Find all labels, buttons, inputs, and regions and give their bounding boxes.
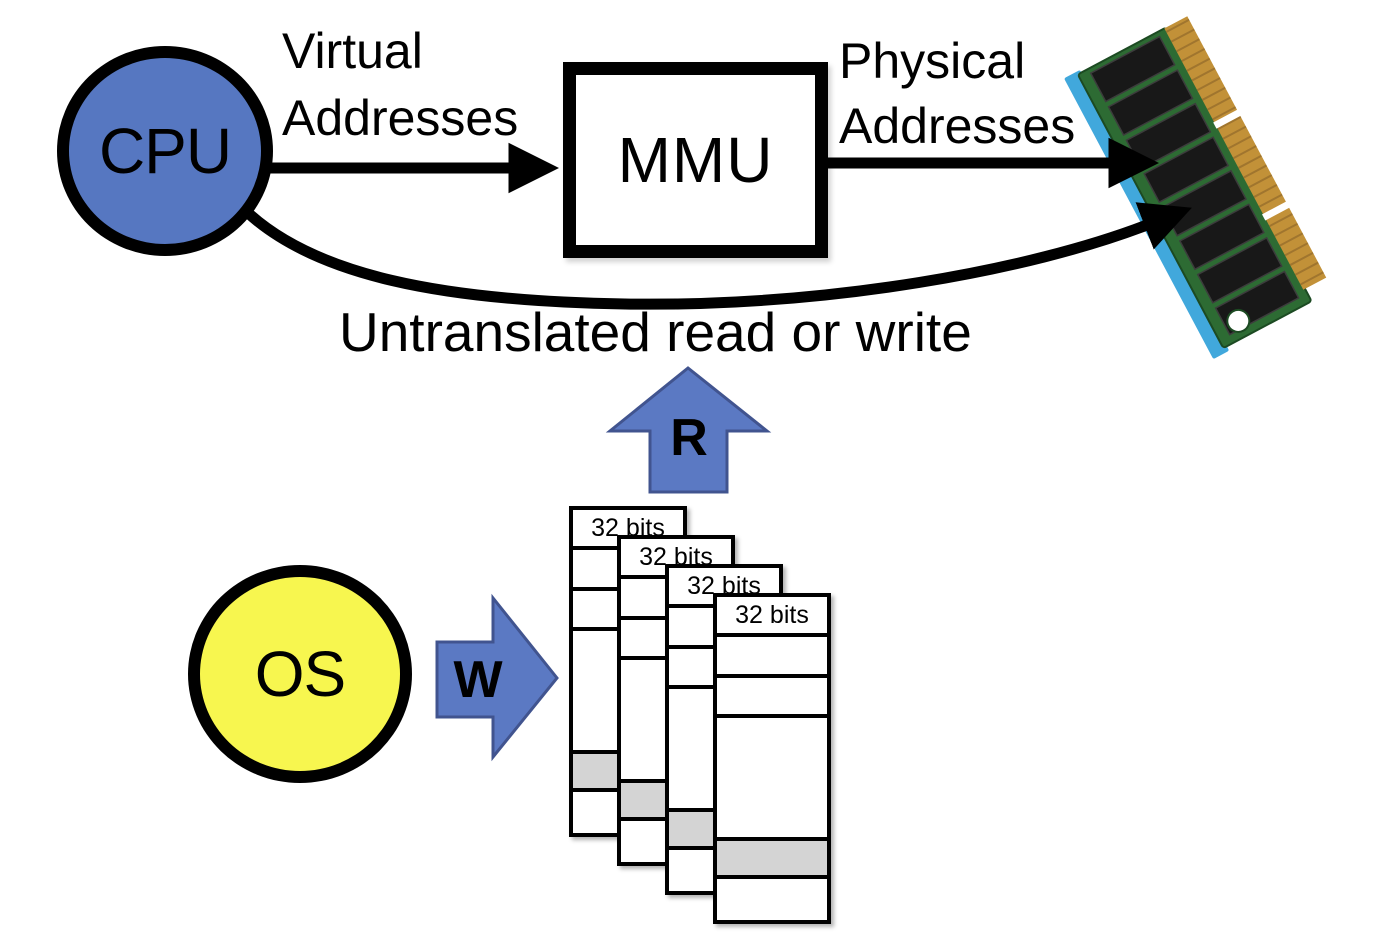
os-node: OS: [188, 565, 412, 783]
os-label: OS: [254, 638, 346, 710]
ram-chips: [1089, 35, 1300, 336]
cpu-node: CPU: [57, 46, 273, 256]
page-table-row: [717, 678, 827, 718]
mmu-label: MMU: [617, 124, 774, 196]
page-table-header: 32 bits: [717, 597, 827, 637]
ram-key-notch: [1262, 200, 1291, 221]
cpu-label: CPU: [98, 115, 232, 187]
mmu-box: MMU: [563, 62, 828, 258]
page-table-row: [717, 879, 827, 920]
virtual-addresses-label: Virtual Addresses: [282, 18, 518, 152]
ram-module-image: [1064, 16, 1327, 359]
write-arrow: [435, 593, 559, 762]
read-arrow: [605, 366, 772, 494]
page-table-4: 32 bits: [713, 593, 831, 924]
ram-key-notch: [1213, 108, 1243, 129]
write-arrow-label: W: [453, 651, 503, 709]
ram-gold-pins: [1165, 18, 1326, 289]
physical-addresses-line2: Addresses: [839, 98, 1076, 154]
untranslated-arrow: [241, 202, 1192, 310]
virtual-addresses-line1: Virtual: [282, 23, 423, 79]
physical-addresses-line1: Physical: [839, 33, 1026, 89]
read-arrow-label: R: [670, 409, 708, 467]
page-table-row-highlighted: [717, 841, 827, 879]
untranslated-label: Untranslated read or write: [339, 301, 972, 363]
page-table-row: [717, 637, 827, 678]
ram-mount-hole: [1226, 308, 1251, 333]
physical-addresses-label: Physical Addresses: [839, 29, 1075, 159]
page-table-row: [717, 718, 827, 841]
virtual-addresses-line2: Addresses: [282, 90, 519, 146]
